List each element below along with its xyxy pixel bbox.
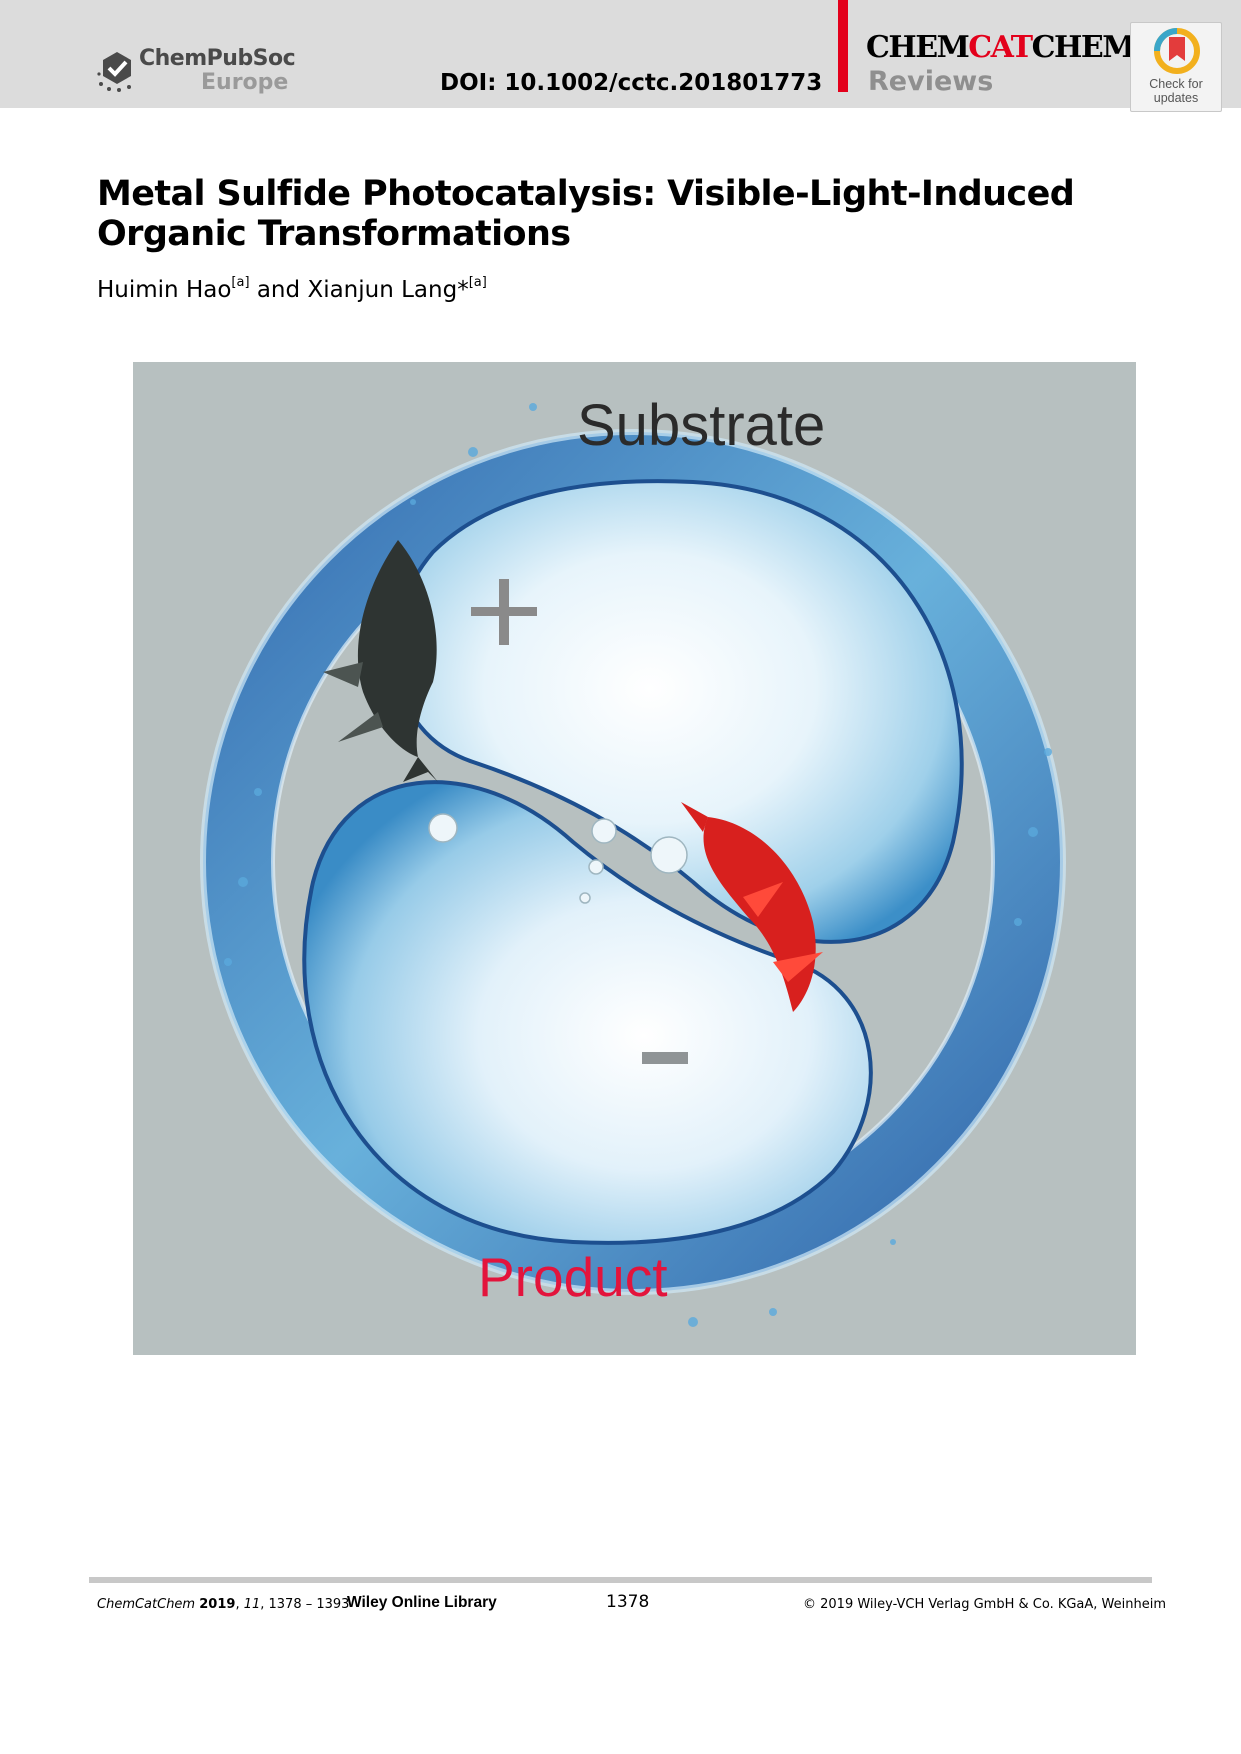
chempubsoc-badge-icon [97, 52, 131, 92]
check-for-updates-button[interactable]: Check for updates [1130, 22, 1222, 112]
check-updates-line2: updates [1153, 91, 1199, 105]
author-2-affiliation: [a] [468, 275, 487, 290]
graphical-abstract: Substrate Product [133, 362, 1136, 1355]
wiley-online-library-link[interactable]: Wiley Online Library [347, 1594, 497, 1611]
journal-middle: CAT [968, 30, 1033, 65]
bottom-lobe [302, 780, 873, 1245]
footer-volume: 11 [243, 1597, 261, 1612]
black-koi-fish [323, 540, 438, 782]
substrate-label: Substrate [577, 393, 826, 458]
water-splash [224, 403, 1052, 1327]
page-number: 1378 [606, 1592, 650, 1612]
copyright-notice: © 2019 Wiley-VCH Verlag GmbH & Co. KGaA,… [803, 1597, 1167, 1612]
society-region: Europe [201, 70, 289, 95]
yin-yang-water-illustration [200, 403, 1066, 1327]
author-1-affiliation: [a] [231, 275, 250, 290]
article-type: Reviews [868, 66, 994, 97]
journal-logo[interactable]: CHEMCATCHEM [866, 30, 1136, 65]
minus-sign [642, 1052, 688, 1064]
author-1[interactable]: Huimin Hao [97, 277, 232, 303]
author-join: and [249, 277, 308, 303]
water-ring [203, 432, 1063, 1292]
footer-divider [89, 1577, 1152, 1583]
check-for-updates-label: Check for updates [1131, 77, 1221, 105]
product-label: Product [478, 1246, 668, 1308]
crossmark-icon [1154, 28, 1200, 74]
article-title: Metal Sulfide Photocatalysis: Visible-Li… [97, 174, 1075, 254]
society-name: ChemPubSoc [139, 46, 296, 71]
journal-suffix: CHEM [1031, 30, 1136, 65]
accent-bar [838, 0, 848, 92]
footer-citation: ChemCatChem 2019, 11, 1378 – 1393 [97, 1597, 350, 1612]
footer-pages: , 1378 – 1393 [260, 1597, 350, 1612]
author-list: Huimin Hao[a] and Xianjun Lang*[a] [97, 275, 487, 303]
red-koi-fish [681, 802, 823, 1012]
page-header: ChemPubSoc Europe DOI: 10.1002/cctc.2018… [0, 0, 1241, 112]
plus-sign [471, 579, 537, 645]
journal-prefix: CHEM [866, 30, 970, 65]
footer-journal: ChemCatChem [97, 1597, 196, 1612]
chempubsoc-logo[interactable]: ChemPubSoc Europe [97, 44, 297, 100]
bubbles [428, 813, 688, 904]
footer-year: 2019 [199, 1597, 236, 1612]
author-2[interactable]: Xianjun Lang* [307, 277, 469, 303]
doi-link[interactable]: DOI: 10.1002/cctc.201801773 [440, 70, 823, 96]
check-updates-line1: Check for [1149, 77, 1203, 91]
